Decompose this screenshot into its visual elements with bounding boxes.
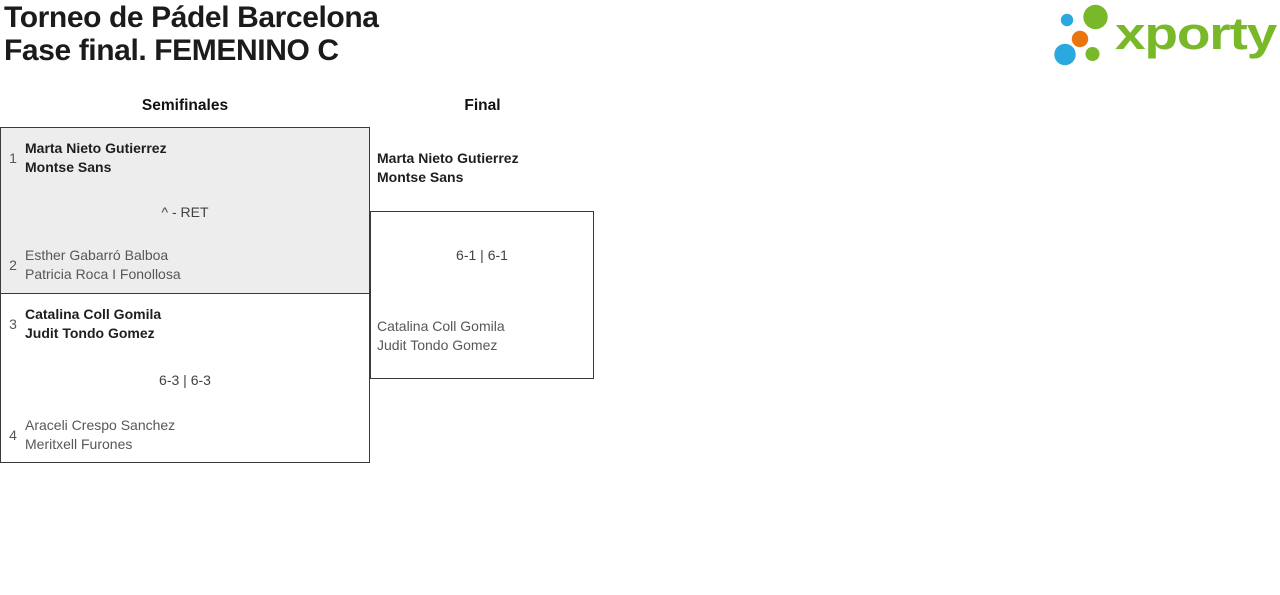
player-name: Araceli Crespo Sanchez [25,417,176,433]
team-names[interactable]: Araceli Crespo Sanchez Meritxell Furones [25,416,175,454]
logo-wordmark: xporty [1115,8,1277,59]
team-names[interactable]: Catalina Coll Gomila Judit Tondo Gomez [25,305,161,343]
seed-1: 1 [9,150,17,166]
seed-3: 3 [9,316,17,332]
player-name: Montse Sans [377,169,464,185]
phase-subtitle: Fase final. FEMENINO C [4,34,339,67]
player-name: Catalina Coll Gomila [377,318,505,334]
tournament-title: Torneo de Pádel Barcelona [4,1,379,34]
player-name: Patricia Roca I Fonollosa [25,266,181,282]
team-names[interactable]: Marta Nieto Gutierrez Montse Sans [377,149,519,187]
player-name: Marta Nieto Gutierrez [25,140,167,156]
player-name: Judit Tondo Gomez [25,325,155,341]
page-title: Torneo de Pádel Barcelona Fase final. FE… [4,1,379,67]
seed-4: 4 [9,427,17,443]
team-names[interactable]: Catalina Coll Gomila Judit Tondo Gomez [377,317,505,355]
player-name: Meritxell Furones [25,436,133,452]
round-header-final: Final [464,97,501,114]
player-name: Marta Nieto Gutierrez [377,150,519,166]
team-row: 4 Araceli Crespo Sanchez Meritxell Furon… [5,416,175,454]
match-semifinal-2: 3 Catalina Coll Gomila Judit Tondo Gomez… [0,293,370,463]
player-name: Catalina Coll Gomila [25,306,162,322]
score-semifinal-2: 6-3 | 6-3 [159,372,211,388]
score-final: 6-1 | 6-1 [456,247,508,263]
seed-2: 2 [9,257,17,273]
score-semifinal-1: ^ - RET [161,204,209,220]
team-row: 3 Catalina Coll Gomila Judit Tondo Gomez [5,305,161,343]
team-names[interactable]: Esther Gabarró Balboa Patricia Roca I Fo… [25,246,181,284]
player-name: Montse Sans [25,159,112,175]
logo-dots-icon [1054,4,1108,66]
player-name: Judit Tondo Gomez [377,337,498,353]
team-names[interactable]: Marta Nieto Gutierrez Montse Sans [25,139,167,177]
team-row: 2 Esther Gabarró Balboa Patricia Roca I … [5,246,181,284]
player-name: Esther Gabarró Balboa [25,247,169,263]
team-row: 1 Marta Nieto Gutierrez Montse Sans [5,139,167,177]
match-final [370,211,594,379]
round-header-semifinales: Semifinales [141,97,229,114]
xporty-logo[interactable]: xporty [1046,2,1278,72]
match-semifinal-1: 1 Marta Nieto Gutierrez Montse Sans ^ - … [0,127,370,294]
